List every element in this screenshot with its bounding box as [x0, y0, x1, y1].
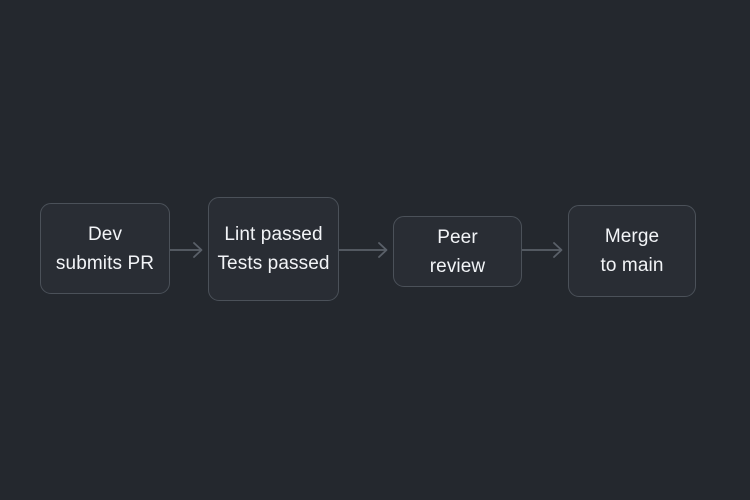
- flow-node-label-line2: Tests passed: [217, 253, 330, 274]
- flow-node-label-line1: Peer: [437, 226, 478, 248]
- flow-node-checks-passed[interactable]: Lint passed Tests passed: [208, 197, 339, 301]
- flow-node-label-line1: Lint passed: [224, 224, 323, 245]
- flow-node-label-line2: submits PR: [55, 252, 155, 274]
- arrow-right-icon-review-to-merge: [522, 237, 568, 263]
- flow-node-label-line2: to main: [600, 255, 664, 276]
- flow-node-label-line2: review: [429, 255, 486, 277]
- arrow-right-icon-dev-to-checks: [170, 237, 208, 263]
- arrow-right-icon-checks-to-review: [339, 237, 393, 263]
- flow-node-dev-submits-pr[interactable]: Dev submits PR: [40, 203, 170, 294]
- flow-node-label-line1: Dev: [87, 223, 123, 245]
- flow-node-peer-review[interactable]: Peer review: [393, 216, 522, 287]
- flow-node-merge-to-main[interactable]: Merge to main: [568, 205, 696, 297]
- flow-node-label-line1: Merge: [604, 226, 660, 247]
